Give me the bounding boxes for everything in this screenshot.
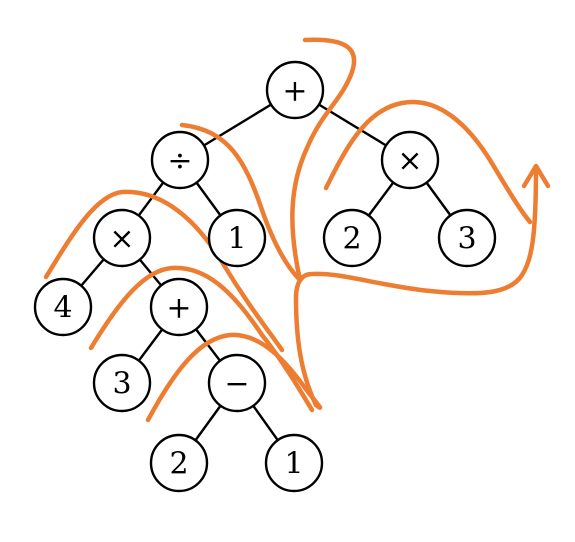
- traversal-curve-plus: [88, 265, 315, 413]
- node-one-b: 1: [264, 433, 324, 493]
- node-four: 4: [33, 277, 93, 337]
- node-label: −: [224, 367, 249, 402]
- node-circle: [149, 433, 209, 493]
- node-label: 3: [457, 222, 476, 257]
- node-plus-inner: +: [149, 277, 209, 337]
- node-circle: [265, 60, 325, 120]
- node-label: ×: [109, 222, 134, 257]
- node-circle: [150, 130, 210, 190]
- node-circle: [380, 130, 440, 190]
- node-divide: ÷: [150, 130, 210, 190]
- node-label: 2: [342, 222, 361, 257]
- node-circle: [207, 208, 267, 268]
- node-label: 3: [112, 367, 131, 402]
- node-label: 2: [169, 447, 188, 482]
- node-plus-root: +: [265, 60, 325, 120]
- node-circle: [264, 433, 324, 493]
- node-circle: [92, 208, 152, 268]
- node-minus: −: [207, 353, 267, 413]
- node-label: +: [282, 74, 307, 109]
- node-label: +: [166, 291, 191, 326]
- node-three-a: 3: [437, 208, 497, 268]
- node-label: 1: [284, 447, 303, 482]
- traversal-curve-right: [323, 99, 533, 225]
- traversal-curve-top: [290, 37, 357, 283]
- traversal-curves: [43, 37, 551, 423]
- node-circle: [92, 353, 152, 413]
- node-one-a: 1: [207, 208, 267, 268]
- traversal-curve-divide: [179, 122, 303, 283]
- node-label: 4: [53, 291, 72, 326]
- node-circle: [149, 277, 209, 337]
- node-label: ×: [397, 144, 422, 179]
- node-circle: [322, 208, 382, 268]
- node-two-a: 2: [322, 208, 382, 268]
- traversal-curve-return: [293, 165, 539, 408]
- traversal-arrowhead: [521, 163, 551, 189]
- node-label: 1: [227, 222, 246, 257]
- node-times-left: ×: [92, 208, 152, 268]
- traversal-curve-times: [43, 189, 285, 353]
- node-circle: [33, 277, 93, 337]
- tree-nodes: + ÷ × × 1 2 3 4 +3 − 2 1: [33, 60, 497, 493]
- node-circle: [437, 208, 497, 268]
- node-times-right: ×: [380, 130, 440, 190]
- node-circle: [207, 353, 267, 413]
- node-two-b: 2: [149, 433, 209, 493]
- node-label: ÷: [167, 144, 192, 179]
- node-three-b: 3: [92, 353, 152, 413]
